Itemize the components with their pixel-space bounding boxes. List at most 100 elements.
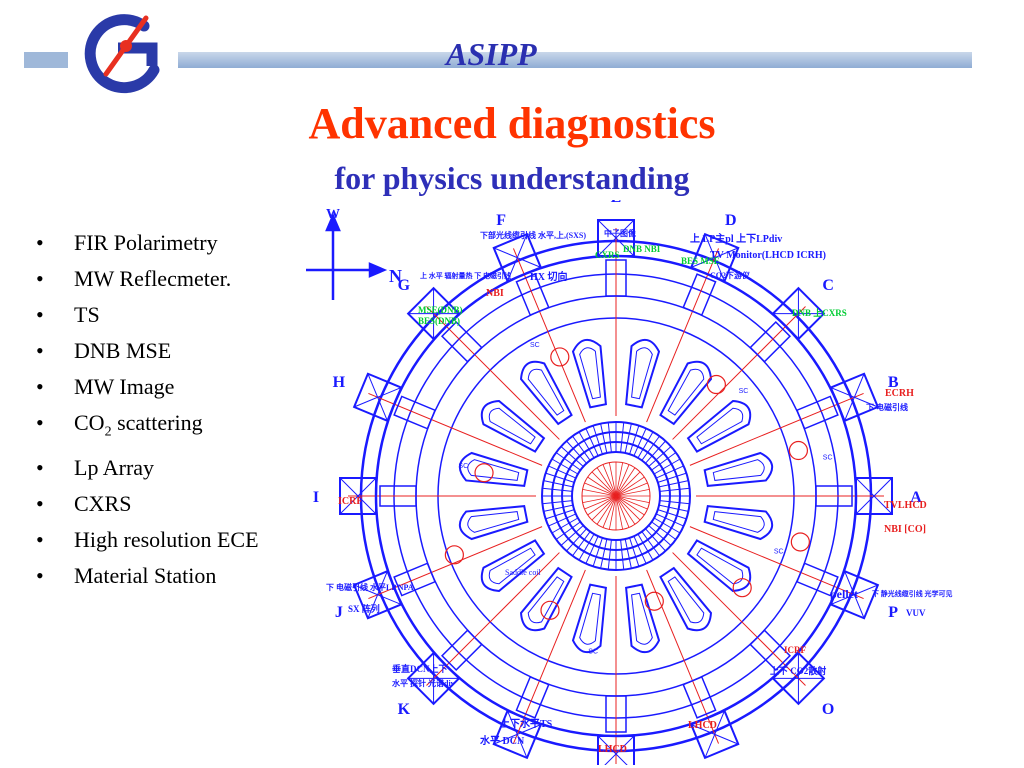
asipp-logo-icon (84, 14, 160, 94)
annot-nbi-f: NBI (486, 288, 504, 299)
tf-coil-inner (488, 547, 536, 585)
tf-coil (625, 583, 661, 654)
centre-line (615, 467, 636, 497)
annot-bes-mse: BES MSE (681, 256, 720, 266)
centre-line (615, 495, 624, 530)
port-C (749, 286, 826, 363)
sc-label: SC (588, 649, 598, 656)
port-label-P: P (888, 604, 898, 621)
port-box (406, 651, 461, 706)
port-duct (605, 259, 627, 297)
solenoid-hatch (655, 465, 684, 479)
solenoid-hatch (651, 521, 677, 540)
port-K (406, 629, 483, 706)
solenoid-hatch (585, 535, 599, 564)
annot-bes-dnb: BES(DNB) (418, 316, 460, 326)
solenoid-hatch (658, 504, 689, 512)
port-cross (844, 373, 865, 421)
port-M (597, 695, 635, 765)
tf-coil-inner (467, 459, 520, 481)
port-O (749, 629, 826, 706)
diagnostic-port-circle (444, 545, 464, 565)
port-label-H: H (333, 374, 346, 391)
port-box (855, 477, 893, 515)
diagnostic-port-circle (474, 463, 494, 483)
port-box (339, 477, 377, 515)
solenoid-hatch (659, 500, 690, 505)
centre-line (591, 495, 617, 521)
header-band-right (178, 52, 972, 68)
port-cross (433, 652, 435, 704)
tf-coil (458, 451, 529, 487)
solenoid-hatch (629, 537, 640, 567)
solenoid-hatch (566, 528, 587, 552)
centre-line (591, 471, 617, 497)
annot-lp: 上 LP主pl 上下LPdiv (690, 232, 782, 245)
annot-ecrh-sub: 下 电磁引线 (866, 402, 908, 412)
annot-lhcd-n: LHCD (688, 720, 717, 731)
tf-coil-inner (579, 592, 601, 645)
solenoid-hatch (653, 458, 681, 475)
tf-coil (519, 360, 573, 426)
solenoid-hatch (542, 500, 573, 505)
port-cross (597, 219, 635, 257)
tf-coil-outline (480, 539, 546, 593)
tf-coil (458, 505, 529, 541)
tf-coil-outline (458, 505, 529, 541)
tf-coil-inner (579, 347, 601, 400)
diagnostic-port-circle (790, 532, 810, 552)
annot-pellet: pellet (830, 587, 858, 601)
solenoid-hatch (545, 472, 575, 483)
port-duct (440, 629, 483, 672)
compass-rose (306, 212, 388, 300)
tf-coil-inner (667, 368, 705, 416)
centre-line (596, 467, 617, 497)
tf-coil-inner (631, 347, 653, 400)
tf-coil (571, 338, 607, 409)
annot-co2-scat: 上下 CO2散射 (770, 665, 826, 676)
port-G (406, 286, 483, 363)
annot-tvlhcd: TVLHCD (884, 500, 927, 511)
port-I (339, 477, 417, 515)
centre-line (615, 482, 648, 497)
solenoid-hatch (607, 539, 612, 570)
solenoid-hatch (543, 480, 574, 488)
port-duct (815, 485, 853, 507)
diagnostic-port-circle (732, 578, 752, 598)
solenoid-hatch (624, 423, 632, 454)
org-name: ASIPP (446, 36, 537, 72)
annot-tv: TV Monitor(LHCD ICRH) (710, 250, 826, 261)
solenoid-hatch (572, 435, 591, 461)
port-box (829, 372, 880, 423)
port-duct (749, 629, 792, 672)
tf-coil-outline (659, 360, 713, 426)
list-item: Lp Array (32, 455, 304, 481)
centre-line (615, 471, 641, 497)
tf-coil (519, 566, 573, 632)
port-box (352, 372, 403, 423)
header-band-left (24, 52, 68, 68)
diagnostic-port-circle (550, 347, 570, 367)
port-F (492, 232, 550, 317)
solenoid-hatch (659, 487, 690, 492)
tf-coil (703, 451, 774, 487)
port-cross (339, 477, 377, 515)
tf-coil (625, 338, 661, 409)
port-cross (772, 677, 824, 679)
annot-icrf-o: ICRF (784, 645, 807, 655)
annot-lhcd-m: LHCD (598, 744, 627, 755)
port-E (597, 219, 635, 297)
sc-label: SC (739, 388, 749, 395)
diagnostic-port-circle (644, 591, 664, 611)
annot-sxs: 下部光线缆引线 水平,上,(SXS) (480, 230, 586, 240)
port-label-E: E (611, 200, 622, 206)
solenoid-hatch (600, 538, 608, 569)
port-box (492, 232, 543, 283)
compass-north-label: N (389, 266, 402, 286)
annot-dcn: 水平 DCN (479, 734, 525, 747)
centre-line (602, 495, 617, 528)
solenoid-hatch (620, 539, 625, 570)
tf-coil-outline (625, 583, 661, 654)
port-box (352, 569, 403, 620)
